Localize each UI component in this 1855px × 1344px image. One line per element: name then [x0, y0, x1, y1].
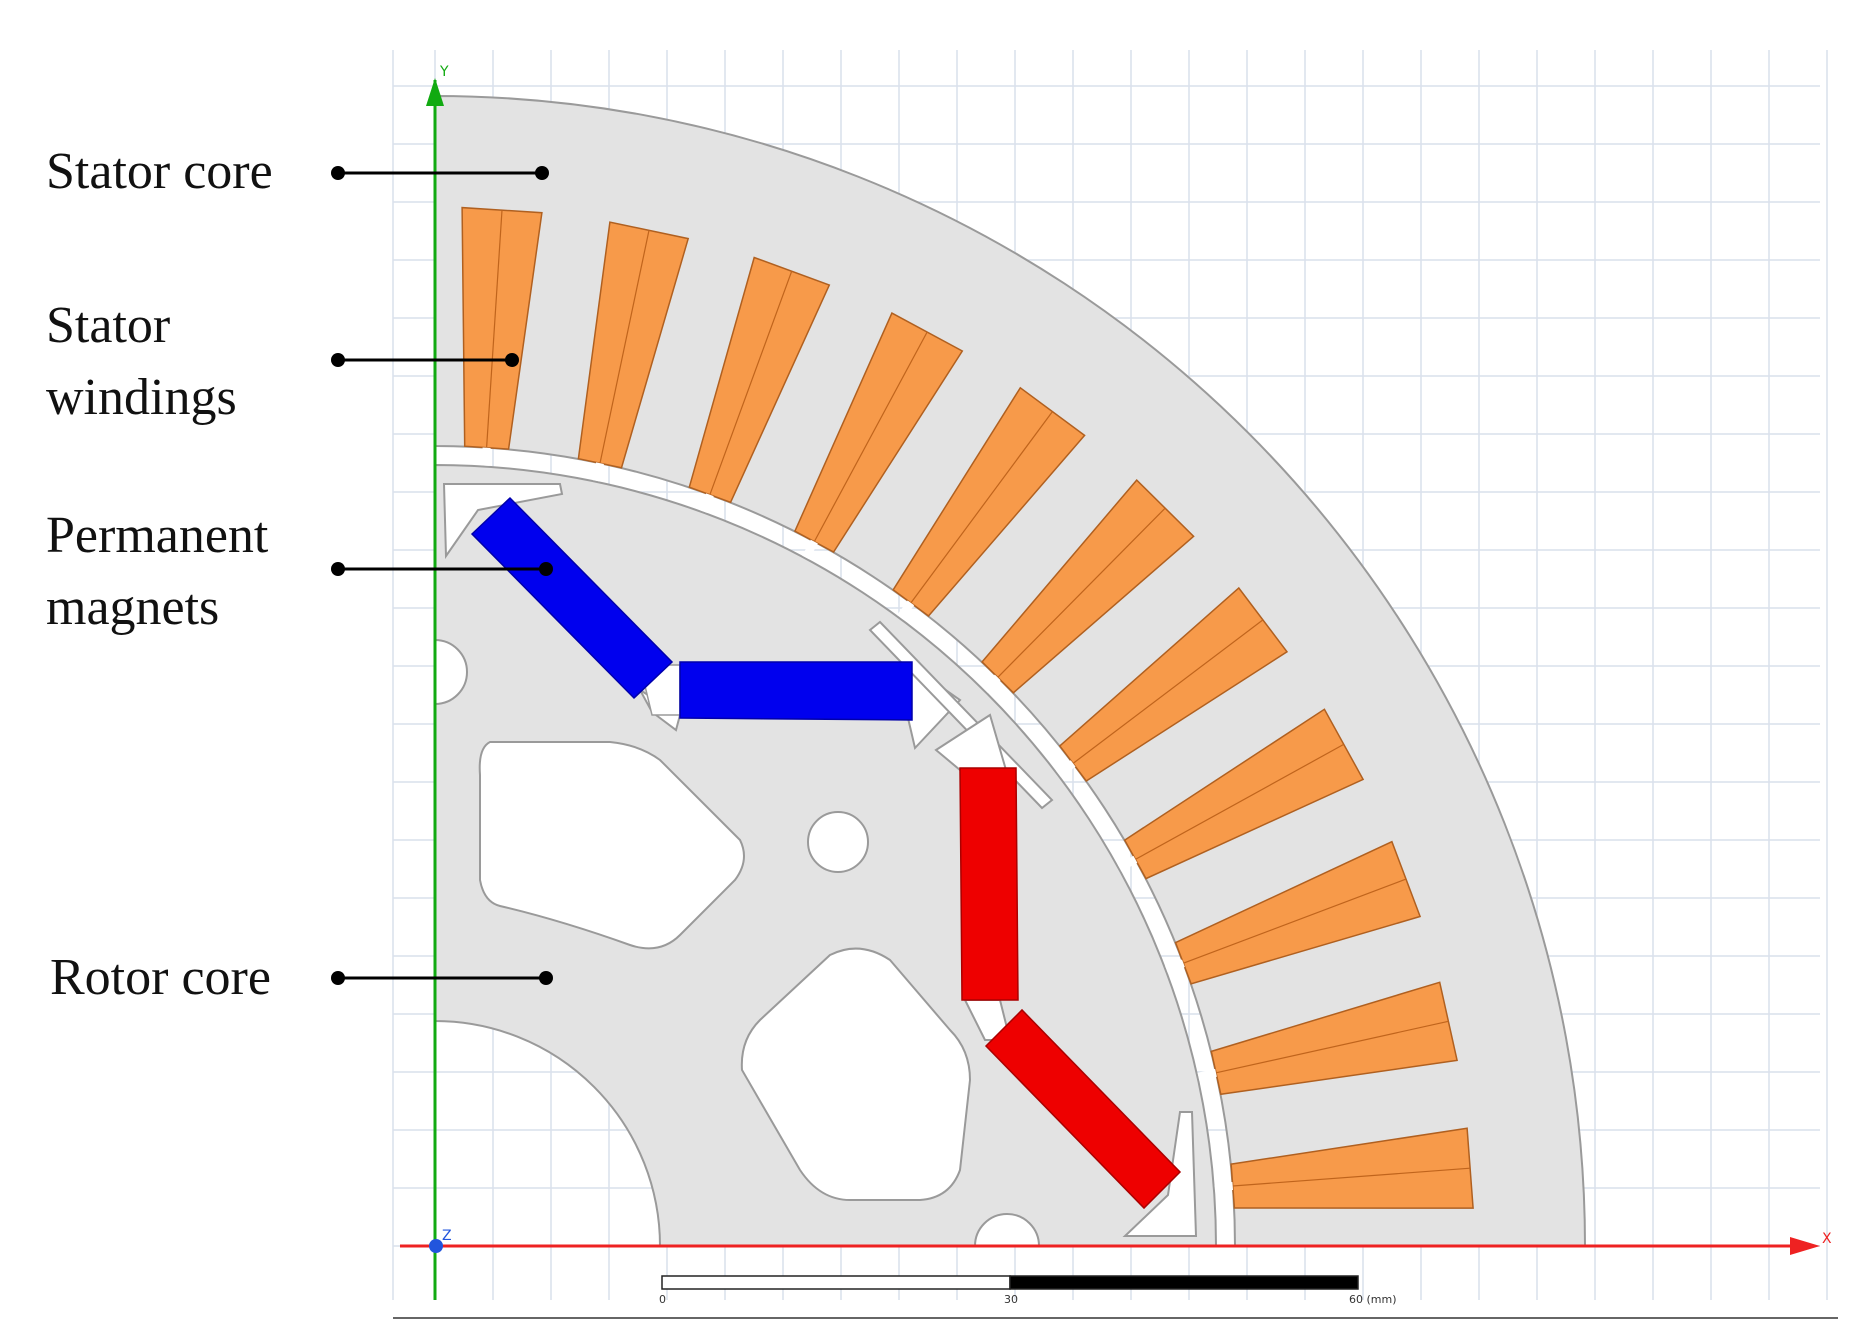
permanent-magnets — [470, 496, 1182, 1210]
magnet-north-2 — [679, 661, 913, 721]
stator-windings — [461, 206, 1474, 1209]
rotor-hole — [807, 811, 869, 873]
origin-z-icon — [429, 1239, 443, 1253]
scale-bar-black-segment — [1009, 1275, 1359, 1290]
slot-opening — [982, 674, 1001, 694]
z-axis-label: Z — [442, 1228, 452, 1244]
winding-slot — [461, 206, 543, 450]
scale-tick-30: 30 — [1004, 1293, 1018, 1306]
label-stator-windings-line2: windings — [46, 369, 237, 426]
scale-tick-60: 60 (mm) — [1349, 1293, 1397, 1306]
winding-slot — [688, 256, 831, 504]
winding-divider — [910, 411, 1053, 604]
label-dot-icon — [331, 971, 345, 985]
label-dot-icon — [505, 353, 519, 367]
magnet-south-1 — [959, 767, 1019, 1001]
rotor-cutout-upper — [478, 741, 745, 950]
label-dot-icon — [535, 166, 549, 180]
slot-opening — [896, 600, 915, 620]
label-dot-icon — [331, 562, 345, 576]
label-dot-icon — [539, 971, 553, 985]
winding-slot — [793, 312, 964, 553]
winding-slot — [577, 221, 690, 469]
winding-divider — [1215, 1020, 1449, 1074]
y-axis-arrow-icon — [426, 78, 444, 106]
winding-slot — [1230, 1127, 1474, 1209]
label-rotor-core: Rotor core — [50, 949, 271, 1006]
label-permanent-magnets-line1: Permanent — [46, 507, 269, 564]
rotor-hole — [434, 638, 468, 706]
label-permanent-magnets-line2: magnets — [46, 579, 220, 636]
scale-tick-0: 0 — [659, 1293, 666, 1306]
magnet-south-2 — [984, 1008, 1182, 1210]
x-axis-label: X — [1822, 1231, 1832, 1247]
scale-bar: 0 30 60 (mm) — [659, 1275, 1397, 1306]
winding-slot — [1210, 981, 1459, 1096]
slot-opening — [1197, 1068, 1217, 1081]
flux-barrier — [442, 483, 564, 560]
leader-lines — [331, 166, 553, 985]
magnet-north-1 — [470, 496, 674, 700]
slot-opening — [592, 462, 604, 482]
winding-slot — [1058, 586, 1289, 783]
axes: Y X Z — [400, 64, 1832, 1300]
winding-divider — [997, 507, 1166, 678]
winding-divider — [1183, 878, 1407, 964]
slot-opening — [1117, 855, 1138, 872]
winding-divider — [1135, 743, 1344, 860]
rotor-holes — [434, 638, 1041, 1247]
label-dot-icon — [331, 353, 345, 367]
label-stator-core: Stator core — [46, 143, 273, 200]
y-axis-label: Y — [439, 64, 449, 80]
slot-opening — [699, 493, 714, 513]
winding-divider — [599, 230, 650, 464]
label-dot-icon — [539, 562, 553, 576]
winding-divider — [1232, 1167, 1471, 1187]
winding-slot — [1174, 840, 1422, 985]
label-dot-icon — [331, 166, 345, 180]
slot-opening — [802, 539, 818, 560]
label-stator-windings-line1: Stator — [46, 297, 171, 354]
winding-divider — [813, 331, 928, 542]
winding-divider — [709, 270, 793, 495]
slot-opening — [1165, 959, 1185, 974]
x-axis-arrow-icon — [1790, 1237, 1820, 1255]
slot-opening — [481, 447, 491, 466]
winding-slot — [1123, 708, 1365, 880]
rotor-cutout-lower — [740, 947, 972, 1201]
winding-divider — [1072, 619, 1264, 764]
slot-opening — [1056, 760, 1076, 778]
rotor-hole — [973, 1213, 1041, 1247]
winding-slot — [892, 386, 1086, 618]
slot-opening — [1214, 1182, 1234, 1192]
winding-divider — [486, 210, 503, 448]
scale-bar-white-segment — [661, 1275, 1011, 1290]
